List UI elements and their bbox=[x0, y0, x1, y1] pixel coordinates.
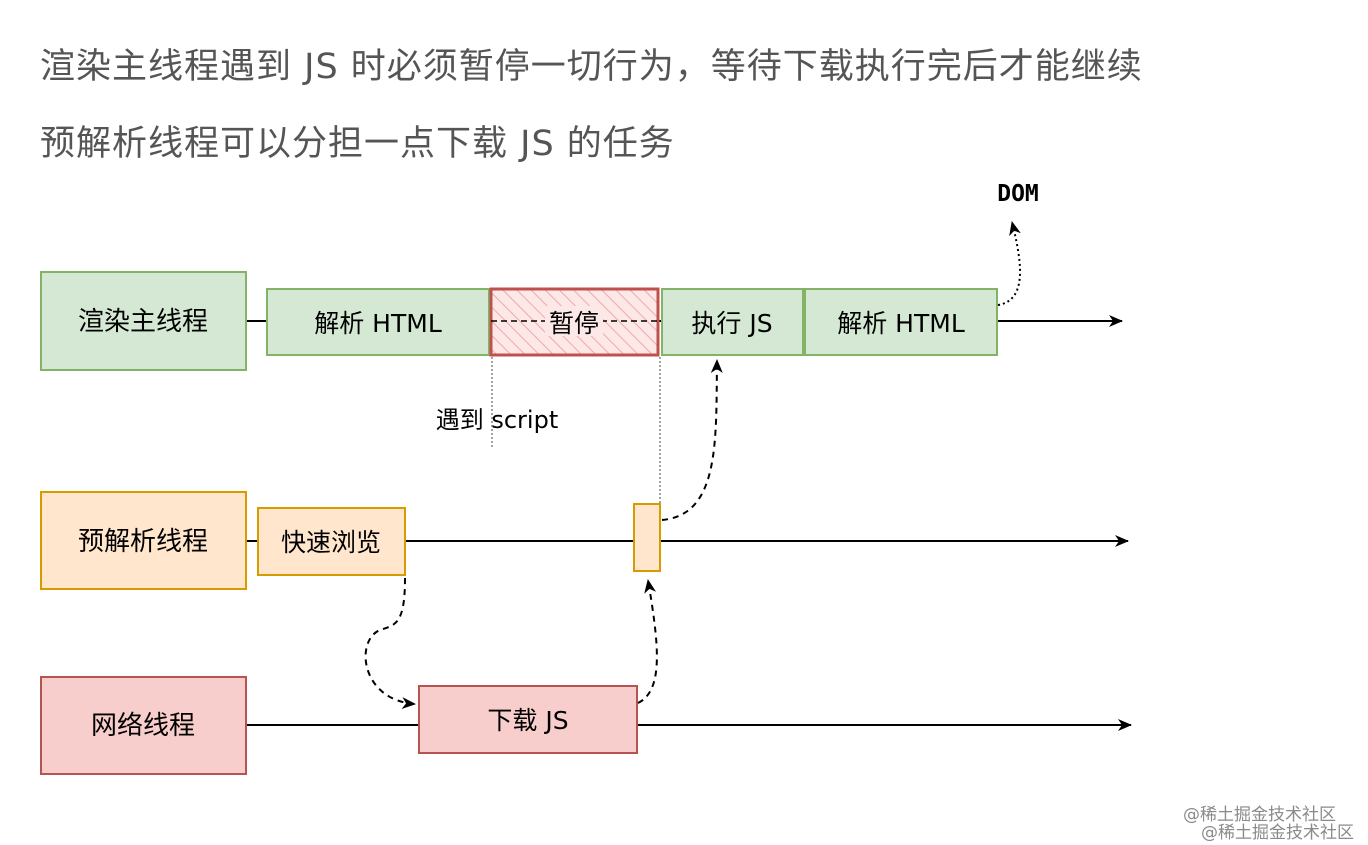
network-thread-box: 网络线程 bbox=[40, 676, 247, 775]
task-parse-html-2: 解析 HTML bbox=[804, 288, 998, 356]
task-parse-html-1: 解析 HTML bbox=[266, 288, 490, 356]
network-thread-label: 网络线程 bbox=[91, 711, 195, 741]
preparse-thread-box: 预解析线程 bbox=[40, 491, 247, 590]
watermark-back: @稀土掘金技术社区 bbox=[1183, 805, 1336, 825]
arrow-browse-to-download bbox=[364, 577, 416, 710]
dom-label: DOM bbox=[997, 181, 1039, 207]
task-parse-html-1-label: 解析 HTML bbox=[314, 309, 442, 338]
arrow-preparse-to-exec bbox=[661, 359, 723, 521]
main-thread-label: 渲染主线程 bbox=[78, 307, 208, 337]
meet-script-label: 遇到 script bbox=[436, 406, 559, 434]
watermark-front: @稀土掘金技术社区 bbox=[1201, 823, 1354, 843]
task-download-js: 下载 JS bbox=[418, 685, 638, 754]
arrow-download-to-preparse bbox=[637, 579, 658, 704]
task-preparse-handoff bbox=[633, 503, 661, 572]
heading-line-2: 预解析线程可以分担一点下载 JS 的任务 bbox=[40, 124, 675, 164]
task-quick-browse: 快速浏览 bbox=[257, 507, 406, 576]
task-download-js-label: 下载 JS bbox=[487, 706, 568, 735]
task-pause: 暂停 bbox=[489, 287, 660, 357]
task-exec-js: 执行 JS bbox=[661, 288, 804, 356]
task-parse-html-2-label: 解析 HTML bbox=[837, 309, 965, 338]
task-pause-label: 暂停 bbox=[549, 309, 599, 338]
heading-line-1: 渲染主线程遇到 JS 时必须暂停一切行为，等待下载执行完后才能继续 bbox=[40, 47, 1143, 87]
task-quick-browse-label: 快速浏览 bbox=[281, 528, 381, 557]
task-exec-js-label: 执行 JS bbox=[691, 309, 772, 338]
arrow-parse-to-dom bbox=[997, 221, 1022, 306]
preparse-thread-label: 预解析线程 bbox=[78, 527, 208, 557]
main-thread-box: 渲染主线程 bbox=[40, 271, 247, 371]
pause-label-bg bbox=[545, 306, 603, 336]
